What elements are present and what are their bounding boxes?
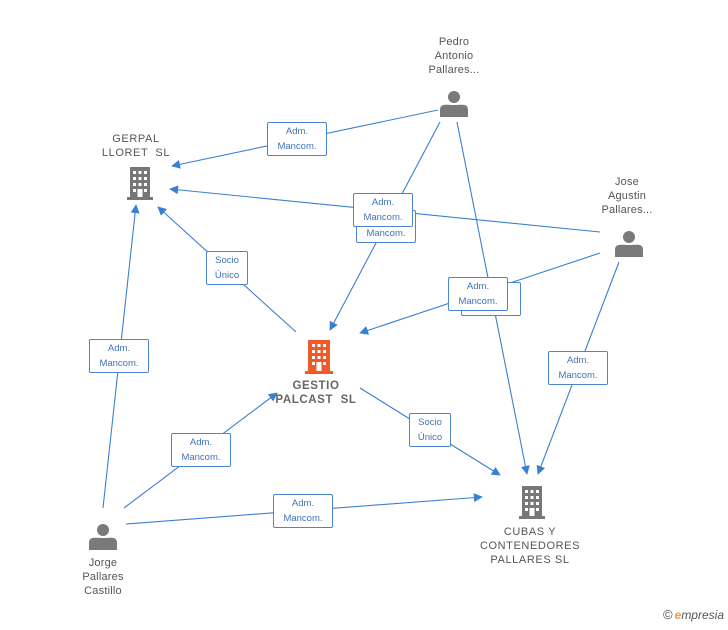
person-icon[interactable] — [440, 91, 468, 117]
empresia-logo: ©empresia — [663, 607, 724, 622]
building-icon[interactable] — [519, 486, 545, 519]
node-label-gestio[interactable]: GESTIO PALCAST SL — [275, 380, 357, 406]
building-icon[interactable] — [305, 340, 333, 374]
node-label-jose[interactable]: Jose Agustin Pallares... — [601, 176, 653, 216]
person-icon[interactable] — [89, 524, 117, 550]
edge-label-jorge-gerpal[interactable]: Adm.Mancom. — [89, 339, 149, 373]
edge-label-jose-cubas[interactable]: Adm.Mancom. — [548, 351, 608, 385]
copyright-icon: © — [663, 607, 673, 622]
node-label-pedro[interactable]: Pedro Antonio Pallares... — [428, 36, 480, 76]
building-icon[interactable] — [127, 167, 153, 200]
edge-label-jose-gerpal[interactable]: Adm.Mancom. — [353, 193, 413, 227]
edge-label-jorge-cubas[interactable]: Adm.Mancom. — [273, 494, 333, 528]
edge-label-jose-gestio[interactable]: Adm.Mancom. — [448, 277, 508, 311]
node-label-jorge[interactable]: Jorge Pallares Castillo — [82, 557, 124, 597]
node-label-cubas[interactable]: CUBAS Y CONTENEDORES PALLARES SL — [479, 526, 581, 566]
edge-label-jorge-gestio[interactable]: Adm.Mancom. — [171, 433, 231, 467]
person-icon[interactable] — [615, 231, 643, 257]
node-label-gerpal[interactable]: GERPAL LLORET SL — [101, 133, 171, 159]
node-icons — [89, 91, 643, 550]
edge-label-pedro-gerpal[interactable]: Adm.Mancom. — [267, 122, 327, 156]
